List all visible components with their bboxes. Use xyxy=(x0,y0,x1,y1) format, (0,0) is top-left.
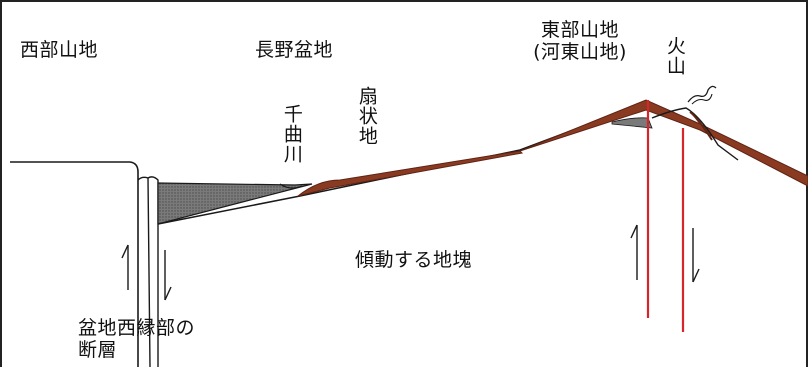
west-fault-up-arrow xyxy=(121,244,129,290)
volcano-smoke xyxy=(687,85,717,103)
label-chikuma-river: 千曲川 xyxy=(280,104,303,164)
tilted-block-surface xyxy=(157,102,808,225)
label-nagano-basin: 長野盆地 xyxy=(255,39,334,61)
label-west-mountains: 西部山地 xyxy=(20,39,99,61)
chikuma-river-channel xyxy=(279,183,303,189)
label-tilted-block: 傾動する地塊 xyxy=(355,249,473,271)
basin-sediment-wedge xyxy=(157,182,313,225)
fault-sliver-outer xyxy=(147,176,159,367)
west-mountain-block xyxy=(10,161,139,367)
label-alluvial-fan: 扇状地 xyxy=(355,86,378,146)
label-east-mountains: 東部山地 (河東山地) xyxy=(520,19,640,64)
label-basin-west-fault-line2: 断層 xyxy=(78,338,118,361)
label-east-mountains-line1: 東部山地 xyxy=(540,19,619,41)
east-mountain-cover xyxy=(519,99,808,187)
east-fault-up-arrow xyxy=(630,224,638,280)
east-peak-gray-layer xyxy=(611,117,653,129)
label-basin-west-fault: 盆地西縁部の 断層 xyxy=(78,317,196,362)
volcano-outline xyxy=(651,107,739,161)
label-east-mountains-line2: (河東山地) xyxy=(533,40,627,63)
volcano-smoke-inner xyxy=(691,93,713,105)
west-fault-down-arrow xyxy=(164,250,172,301)
alluvial-fan-deposit xyxy=(297,150,524,197)
label-volcano: 火山 xyxy=(663,36,686,76)
fault-sliver-inner xyxy=(137,176,151,367)
volcano-cover xyxy=(689,111,713,141)
east-fault-down-arrow xyxy=(692,228,700,283)
label-basin-west-fault-line1: 盆地西縁部の xyxy=(78,317,196,339)
